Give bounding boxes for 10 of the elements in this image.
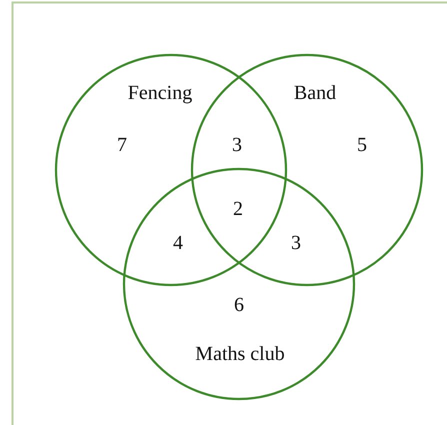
region-count: 2 bbox=[233, 198, 243, 220]
set-label: Band bbox=[294, 82, 336, 104]
set-label: Fencing bbox=[128, 82, 192, 104]
region-count: 5 bbox=[357, 134, 367, 156]
region-count: 3 bbox=[232, 134, 242, 156]
region-count: 6 bbox=[234, 294, 244, 316]
region-count: 4 bbox=[173, 232, 183, 254]
set-label: Maths club bbox=[195, 343, 285, 365]
region-count: 7 bbox=[117, 134, 127, 156]
region-count: 3 bbox=[291, 232, 301, 254]
